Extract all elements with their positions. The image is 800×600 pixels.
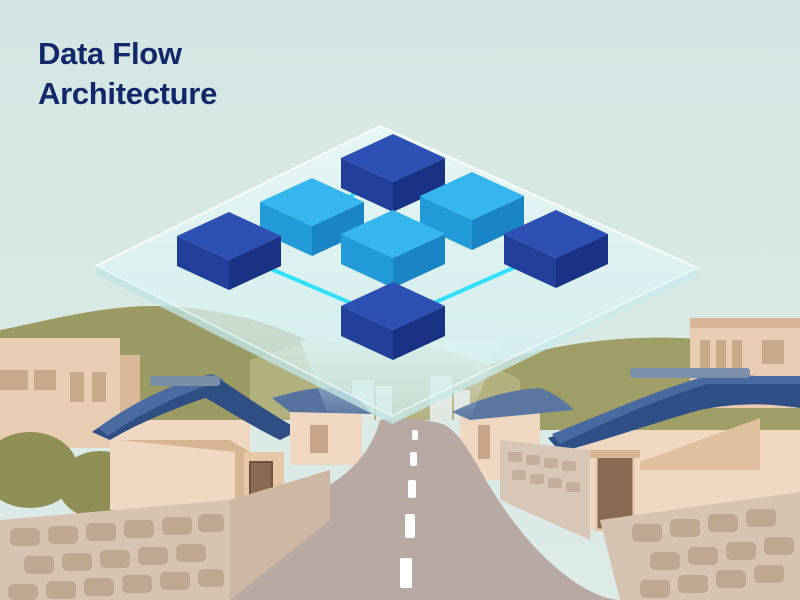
page-title: Data Flow Architecture (38, 34, 217, 114)
title-line-2: Architecture (38, 76, 218, 111)
diagram-blocks (177, 134, 608, 360)
block-top (341, 134, 445, 212)
block-upper-right (420, 172, 524, 250)
block-bottom (341, 282, 445, 360)
block-upper-left (260, 178, 364, 256)
block-right (504, 210, 608, 288)
stone-wall-mid-right (500, 440, 590, 540)
stone-wall-right (600, 492, 800, 600)
block-center (341, 210, 445, 288)
block-left (177, 212, 281, 290)
stone-wall-left (0, 470, 330, 600)
road-markings (400, 430, 418, 588)
title-line-1: Data Flow (38, 36, 182, 71)
